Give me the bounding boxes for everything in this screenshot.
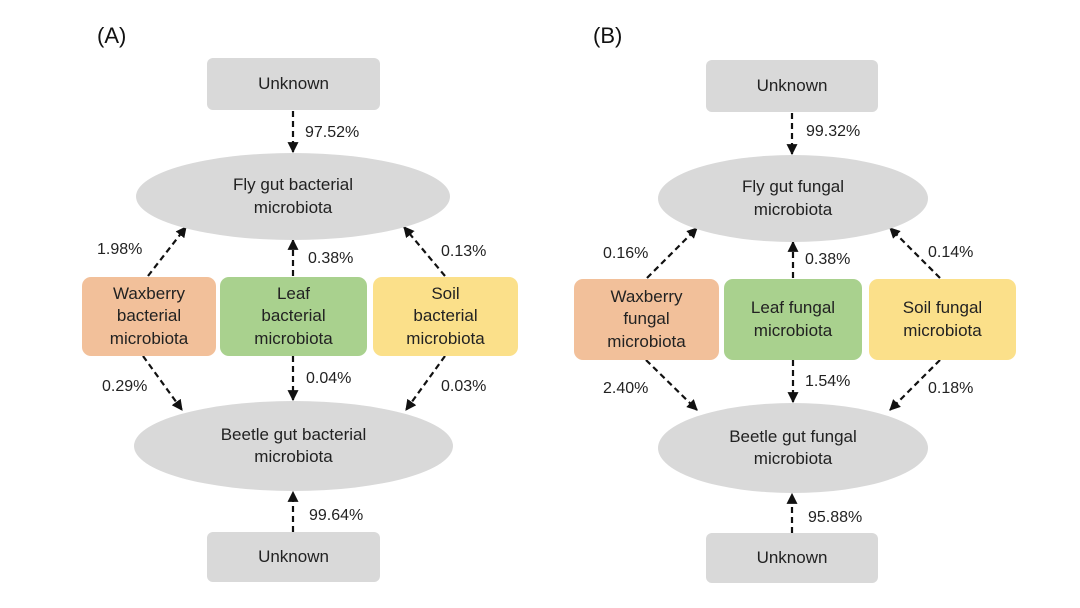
panel-b-pct-leaf-to-fly: 0.38% xyxy=(805,251,851,268)
panel-a-label: (A) xyxy=(97,23,127,48)
panel-a-pct-waxberry-to-beetle: 0.29% xyxy=(102,378,148,395)
panel-b-pct-unknown-to-fly: 99.32% xyxy=(806,123,861,140)
arrow-a-soil-to-beetle xyxy=(405,355,446,411)
panel-b-pct-unknown-to-beetle: 95.88% xyxy=(808,509,863,526)
arrow-b-waxberry-to-fly xyxy=(646,227,698,279)
panel-a-unknown-bottom-box: Unknown xyxy=(207,532,380,582)
panel-a-unknown-top-box: Unknown xyxy=(207,58,380,110)
panel-b-pct-soil-to-beetle: 0.18% xyxy=(928,380,974,397)
panel-a-pct-waxberry-to-fly: 1.98% xyxy=(97,241,143,258)
panel-b-waxberry-box: Waxberry fungal microbiota xyxy=(574,279,719,360)
panel-a-leaf-box: Leaf bacterial microbiota xyxy=(220,277,367,356)
arrow-a-soil-to-fly xyxy=(403,226,446,277)
panel-a-soil-box: Soil bacterial microbiota xyxy=(373,277,518,356)
panel-b-pct-waxberry-to-fly: 0.16% xyxy=(603,245,649,262)
panel-a-beetle-gut-ellipse: Beetle gut bacterial microbiota xyxy=(134,401,453,491)
panel-b-beetle-gut-ellipse: Beetle gut fungal microbiota xyxy=(658,403,928,493)
panel-b-pct-soil-to-fly: 0.14% xyxy=(928,244,974,261)
panel-b-pct-leaf-to-beetle: 1.54% xyxy=(805,373,851,390)
panel-b-leaf-box: Leaf fungal microbiota xyxy=(724,279,862,360)
panel-b-fly-gut-ellipse: Fly gut fungal microbiota xyxy=(658,155,928,242)
panel-b-soil-box: Soil fungal microbiota xyxy=(869,279,1016,360)
arrow-b-soil-to-beetle xyxy=(889,359,941,411)
panel-a-pct-leaf-to-beetle: 0.04% xyxy=(306,370,352,387)
panel-a-pct-unknown-to-fly: 97.52% xyxy=(305,124,360,141)
arrow-a-waxberry-to-beetle xyxy=(142,355,183,411)
panel-b-unknown-top-box: Unknown xyxy=(706,60,878,112)
panel-a-waxberry-box: Waxberry bacterial microbiota xyxy=(82,277,216,356)
panel-a-pct-soil-to-beetle: 0.03% xyxy=(441,378,487,395)
panel-a-pct-leaf-to-fly: 0.38% xyxy=(308,250,354,267)
arrow-b-waxberry-to-beetle xyxy=(645,359,698,411)
arrow-b-soil-to-fly xyxy=(889,227,941,279)
panel-a-pct-soil-to-fly: 0.13% xyxy=(441,243,487,260)
panel-b-label: (B) xyxy=(593,23,623,48)
panel-a-pct-unknown-to-beetle: 99.64% xyxy=(309,507,364,524)
panel-a-fly-gut-ellipse: Fly gut bacterial microbiota xyxy=(136,153,450,240)
panel-b-pct-waxberry-to-beetle: 2.40% xyxy=(603,380,649,397)
arrow-a-waxberry-to-fly xyxy=(147,226,187,277)
panel-b-unknown-bottom-box: Unknown xyxy=(706,533,878,583)
